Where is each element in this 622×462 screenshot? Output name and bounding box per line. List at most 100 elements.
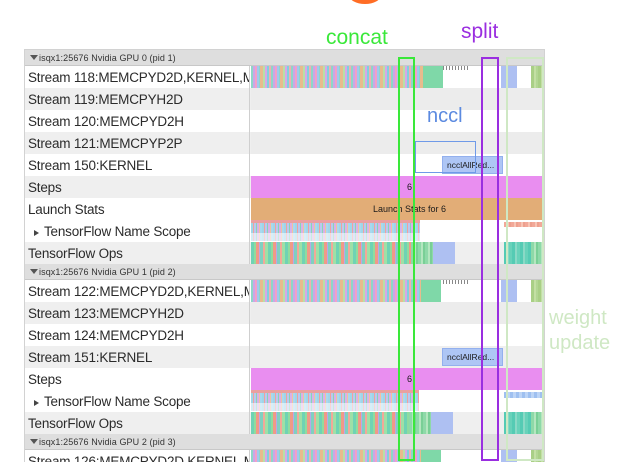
activity-bar[interactable] — [251, 242, 411, 264]
launch-stats-bar[interactable]: Launch Stats for 6 — [251, 198, 544, 220]
row-track[interactable] — [251, 412, 544, 434]
activity-bar[interactable] — [504, 412, 531, 434]
trace-panel[interactable]: isqx1:25676 Nvidia GPU 0 (pid 1) Stream … — [24, 49, 545, 462]
table-row[interactable]: Steps 6 — [25, 368, 544, 390]
row-track[interactable] — [251, 280, 544, 302]
nccl-allreduce-bar[interactable]: ncclAllRed... — [442, 348, 503, 366]
row-track[interactable] — [251, 302, 544, 324]
activity-bar[interactable] — [411, 242, 433, 264]
column-divider — [249, 88, 250, 110]
row-track[interactable] — [251, 390, 544, 412]
group-header-gpu2[interactable]: isqx1:25676 Nvidia GPU 2 (pid 3) — [25, 434, 544, 450]
row-track[interactable] — [251, 450, 544, 462]
row-track[interactable] — [251, 220, 544, 242]
activity-bar[interactable] — [531, 66, 544, 88]
activity-bar[interactable] — [251, 280, 441, 302]
row-track[interactable]: ncclAllRed... — [251, 154, 544, 176]
chevron-right-icon[interactable] — [34, 230, 39, 236]
table-row[interactable]: TensorFlow Name Scope — [25, 220, 544, 242]
activity-bar[interactable] — [531, 280, 544, 302]
activity-bar[interactable] — [251, 412, 409, 434]
annotation-split: split — [461, 20, 498, 44]
row-track[interactable] — [251, 110, 544, 132]
activity-bar[interactable] — [251, 403, 419, 411]
row-track[interactable]: Launch Stats for 6 — [251, 198, 544, 220]
activity-bar[interactable] — [501, 66, 517, 88]
table-row[interactable]: Stream 122:MEMCPYD2D,KERNEL,MI — [25, 280, 544, 302]
steps-bar[interactable]: 6 — [251, 368, 544, 390]
activity-bar[interactable] — [501, 280, 517, 302]
row-track[interactable]: 6 — [251, 176, 544, 198]
activity-bar[interactable] — [531, 412, 544, 434]
activity-bar[interactable] — [251, 393, 419, 403]
table-row[interactable]: Steps 6 — [25, 176, 544, 198]
chevron-down-icon[interactable] — [30, 55, 38, 60]
group-header-gpu0[interactable]: isqx1:25676 Nvidia GPU 0 (pid 1) — [25, 50, 544, 66]
activity-bar[interactable] — [251, 66, 443, 88]
activity-bar[interactable] — [504, 392, 544, 398]
row-track[interactable]: 6 — [251, 368, 544, 390]
activity-bar[interactable] — [251, 302, 544, 324]
activity-bar[interactable] — [531, 242, 544, 264]
group-header-label: isqx1:25676 Nvidia GPU 1 (pid 2) — [39, 267, 176, 277]
annotation-weight-line2: update — [549, 331, 610, 356]
row-label: Stream 123:MEMCPYH2D — [25, 306, 249, 321]
annotation-concat: concat — [326, 26, 388, 50]
table-row[interactable]: TensorFlow Name Scope — [25, 390, 544, 412]
row-label: Stream 124:MEMCPYD2H — [25, 328, 249, 343]
activity-bar[interactable] — [251, 450, 441, 462]
row-label: TensorFlow Ops — [25, 416, 249, 431]
activity-bar[interactable] — [431, 412, 453, 434]
activity-bar[interactable] — [433, 242, 455, 264]
activity-bar[interactable] — [409, 412, 431, 434]
annotation-nccl: nccl — [427, 105, 463, 128]
chevron-down-icon[interactable] — [30, 439, 38, 444]
table-row[interactable]: Stream 120:MEMCPYD2H — [25, 110, 544, 132]
table-row[interactable]: Stream 123:MEMCPYH2D — [25, 302, 544, 324]
group-header-gpu1[interactable]: isqx1:25676 Nvidia GPU 1 (pid 2) — [25, 264, 544, 280]
row-track[interactable] — [251, 132, 544, 154]
chevron-right-icon[interactable] — [34, 400, 39, 406]
chevron-down-icon[interactable] — [30, 269, 38, 274]
activity-bar[interactable] — [251, 223, 420, 233]
column-divider — [249, 176, 250, 198]
row-label: Stream 151:KERNEL — [25, 350, 249, 365]
activity-bar[interactable] — [251, 132, 544, 154]
table-row[interactable]: Launch Stats Launch Stats for 6 — [25, 198, 544, 220]
row-label-name-scope[interactable]: TensorFlow Name Scope — [25, 224, 249, 239]
table-row[interactable]: Stream 150:KERNEL ncclAllRed... — [25, 154, 544, 176]
activity-bar[interactable] — [421, 450, 441, 462]
table-row[interactable]: Stream 121:MEMCPYP2P — [25, 132, 544, 154]
annotation-weight-update: weight update — [549, 306, 610, 356]
row-label-name-scope[interactable]: TensorFlow Name Scope — [25, 394, 249, 409]
activity-bar[interactable] — [504, 222, 544, 227]
activity-bar[interactable] — [501, 450, 517, 462]
group-header-label: isqx1:25676 Nvidia GPU 2 (pid 3) — [39, 437, 176, 447]
steps-bar[interactable]: 6 — [251, 176, 544, 198]
activity-bar[interactable] — [421, 280, 441, 302]
table-row[interactable]: TensorFlow Ops — [25, 412, 544, 434]
table-row[interactable]: Stream 151:KERNEL ncclAllRed... — [25, 346, 544, 368]
row-track[interactable] — [251, 324, 544, 346]
activity-bar[interactable] — [251, 88, 544, 110]
nccl-allreduce-bar[interactable]: ncclAllRed... — [442, 156, 503, 174]
row-track[interactable] — [251, 88, 544, 110]
table-row[interactable]: TensorFlow Ops — [25, 242, 544, 264]
table-row[interactable]: Stream 119:MEMCPYH2D — [25, 88, 544, 110]
group-header-label: isqx1:25676 Nvidia GPU 0 (pid 1) — [39, 53, 176, 63]
table-row[interactable]: Stream 118:MEMCPYD2D,KERNEL,ME — [25, 66, 544, 88]
column-divider — [249, 302, 250, 324]
row-track[interactable]: ncclAllRed... — [251, 346, 544, 368]
table-row[interactable]: Stream 124:MEMCPYD2H — [25, 324, 544, 346]
table-row[interactable]: Stream 126:MEMCPYD2D,KERNEL,MI — [25, 450, 544, 462]
activity-bar[interactable] — [504, 242, 531, 264]
activity-bar[interactable] — [531, 450, 544, 462]
activity-bar[interactable] — [251, 233, 420, 241]
column-divider — [249, 324, 250, 346]
column-divider — [249, 412, 250, 434]
row-track[interactable] — [251, 242, 544, 264]
row-track[interactable] — [251, 66, 544, 88]
column-divider — [249, 450, 250, 462]
activity-bar[interactable] — [423, 66, 443, 88]
